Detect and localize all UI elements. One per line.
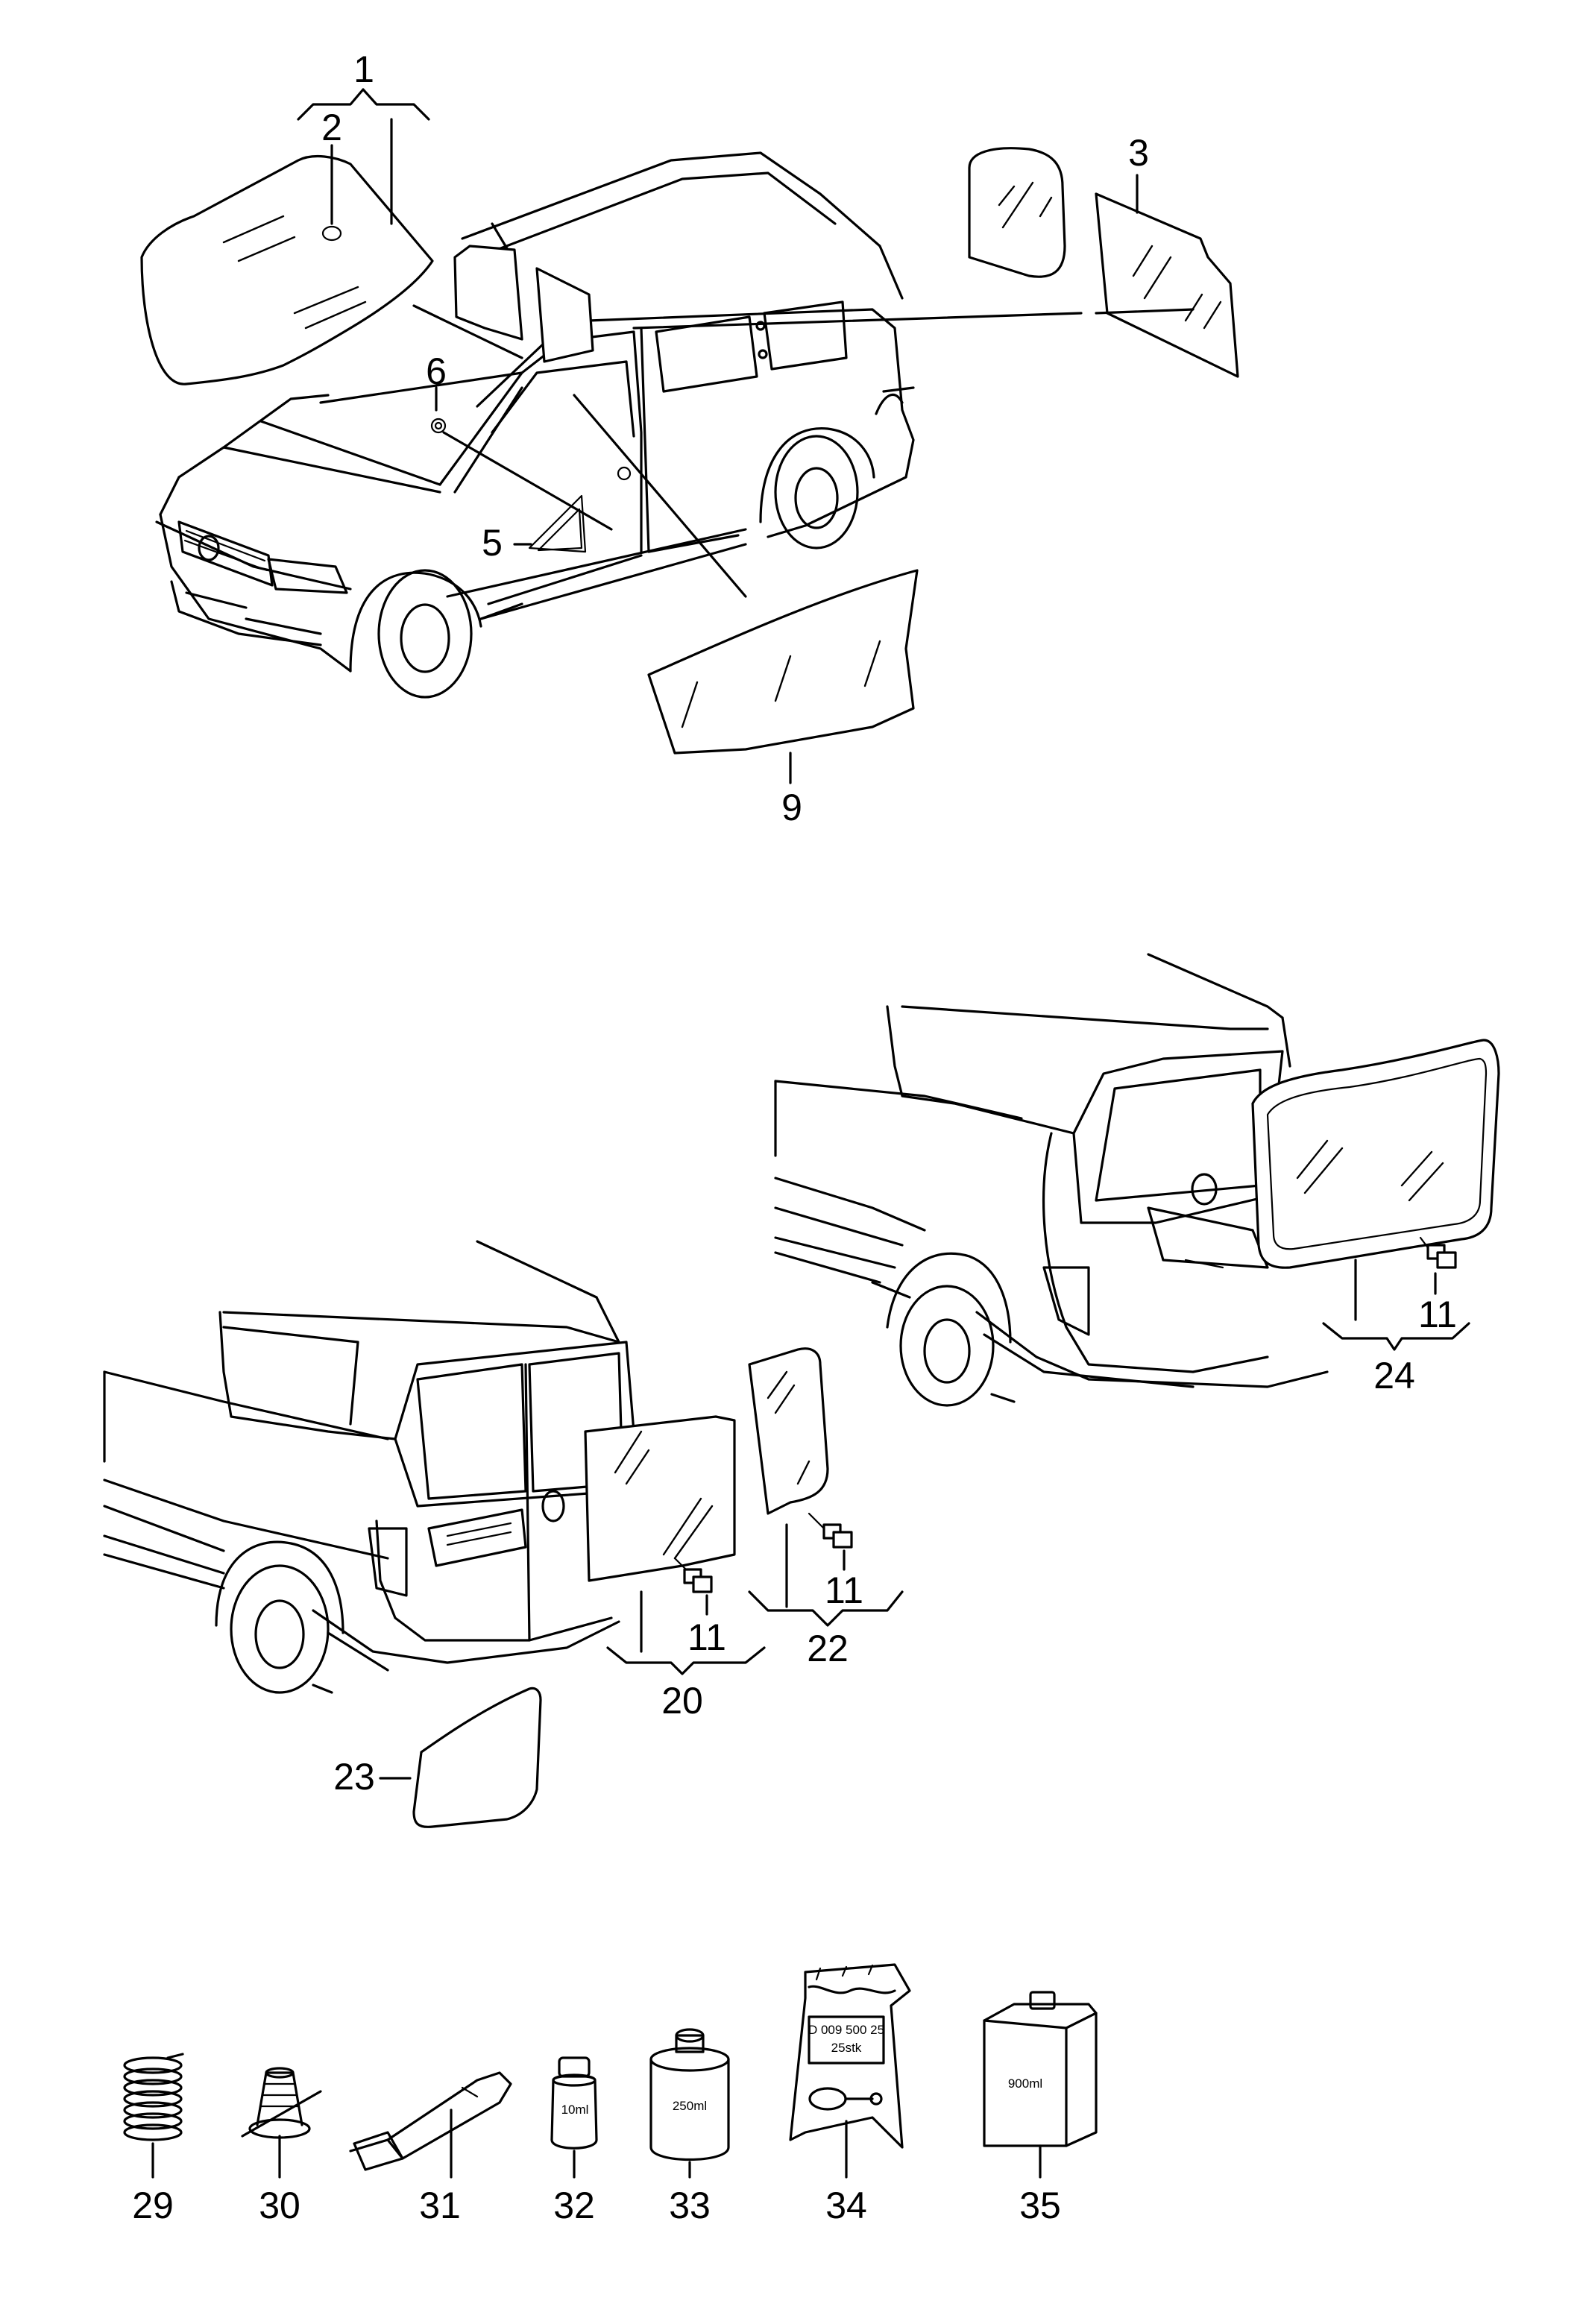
callout-11-right: 11: [825, 1569, 863, 1611]
callout-29: 29: [132, 2185, 174, 2226]
canister-label: 900ml: [1008, 2076, 1042, 2091]
callout-9: 9: [781, 787, 802, 828]
callout-30: 30: [259, 2185, 300, 2226]
adhesive-tube: [349, 2071, 512, 2179]
callout-3: 3: [1128, 132, 1149, 174]
callout-33: 33: [669, 2185, 711, 2226]
liftgate-glass: [1251, 1039, 1500, 1351]
callout-2: 2: [321, 107, 342, 148]
primer-can: 250ml: [649, 2028, 730, 2179]
rear-vehicle-barndoors: [103, 1240, 658, 1694]
leader-lines-top: [297, 88, 1195, 784]
callout-11-liftgate: 11: [1418, 1294, 1457, 1335]
rear-side-glasses: [968, 147, 1239, 378]
roof-quarter-glasses: [453, 245, 594, 363]
callout-1: 1: [353, 48, 374, 90]
callout-35: 35: [1019, 2185, 1061, 2226]
can-label: 250ml: [673, 2099, 707, 2113]
cleaner-canister: 900ml: [983, 1991, 1098, 2179]
barn-glass-left: [584, 1415, 766, 1675]
callout-24: 24: [1373, 1355, 1415, 1396]
callout-23: 23: [333, 1756, 375, 1798]
rear-vehicle-liftgate: [774, 953, 1329, 1407]
bottle-label: 10ml: [561, 2103, 589, 2117]
rear-glass-single: [379, 1687, 542, 1828]
callout-22: 22: [807, 1628, 849, 1669]
bag-code: D 009 500 25: [808, 2023, 884, 2037]
callout-11-left: 11: [687, 1616, 726, 1658]
callout-34: 34: [825, 2185, 867, 2226]
callout-31: 31: [419, 2185, 461, 2226]
barn-glass-right: [748, 1347, 904, 1627]
callout-20: 20: [661, 1680, 703, 1722]
primer-bottle-small: 10ml: [550, 2056, 598, 2179]
bag-qty: 25stk: [831, 2041, 862, 2055]
clip-bag: D 009 500 25 25stk: [789, 1963, 911, 2179]
sealing-cone: [241, 2067, 322, 2179]
windshield-glass: [140, 155, 434, 385]
door-glass: [647, 569, 919, 755]
callout-5: 5: [482, 522, 503, 564]
callout-6: 6: [426, 350, 447, 392]
callout-labels: 1 2 3 6 5 9 11 24 11 22 11 20 23 29 30 3…: [132, 48, 1457, 2226]
callout-32: 32: [553, 2185, 595, 2226]
sealing-coil: [123, 2053, 184, 2179]
